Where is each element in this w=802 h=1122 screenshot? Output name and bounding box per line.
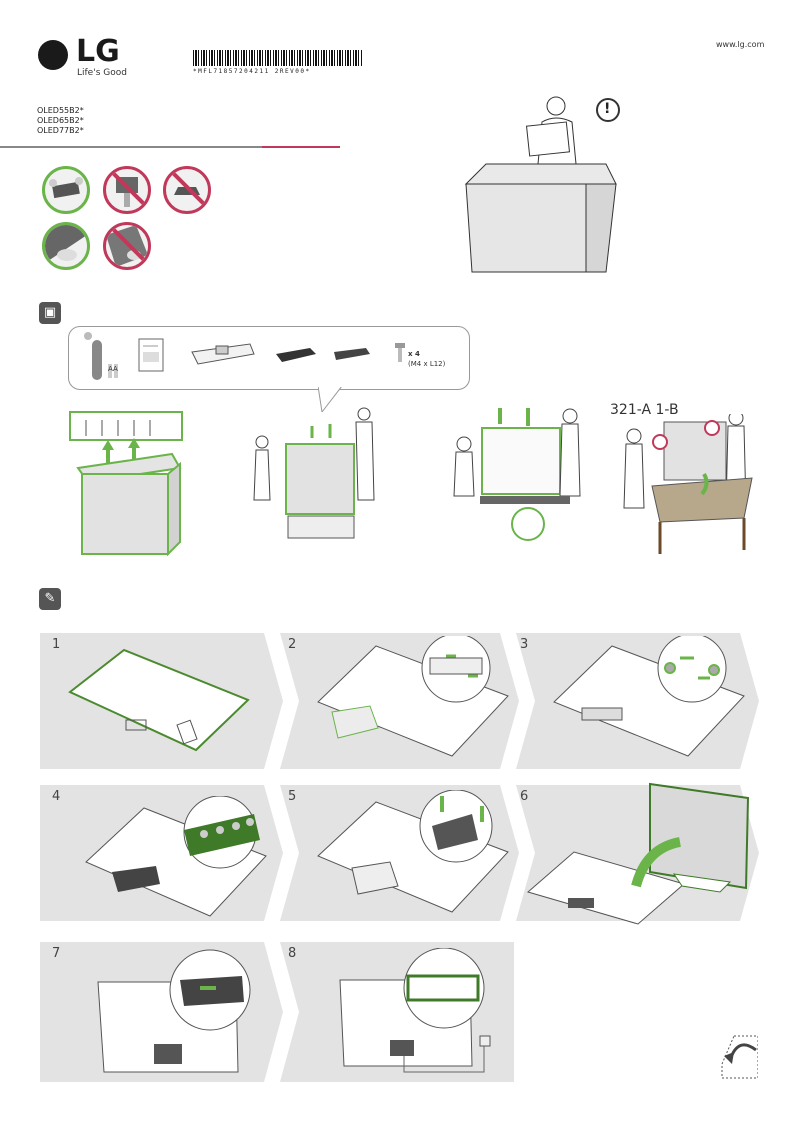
no-carry-by-screen-icon [103, 166, 151, 214]
model-name: OLED77B2* [37, 126, 84, 135]
step-number: 8 [288, 946, 297, 961]
no-touch-screen-icon [103, 222, 151, 270]
manual-icon [138, 338, 164, 372]
callout-pointer [318, 386, 342, 412]
screw-spec: (M4 x L12) [408, 360, 446, 368]
header-divider [0, 146, 340, 148]
step-6-stand-tv-up [526, 782, 750, 925]
barcode [193, 50, 363, 66]
step-7-cable-management [97, 949, 251, 1073]
lg-logo-icon [38, 40, 68, 70]
step-3-fasten-screws [553, 636, 745, 757]
place-on-table-illustration [623, 414, 753, 554]
page-turn-icon [721, 1035, 758, 1079]
step-1-tv-face-down [68, 648, 250, 752]
brand-name: LG [76, 34, 120, 69]
unpack-box-illustration [69, 411, 183, 557]
step-5-attach-cover [317, 790, 509, 913]
accessories-callout [68, 326, 470, 390]
screw-icon [395, 343, 405, 362]
step-number: 3 [520, 637, 529, 652]
step-4-screws-into-stand [85, 796, 267, 917]
brand-tagline: Life's Good [77, 68, 127, 78]
step-number: 7 [52, 946, 61, 961]
step-number: 4 [52, 789, 61, 804]
step-8-connect-power [339, 948, 491, 1073]
remove-tv-illustration [453, 408, 581, 541]
website-url: www.lg.com [716, 40, 765, 49]
step-number: 5 [288, 789, 297, 804]
step-number: 1 [52, 637, 61, 652]
unboxing-warning-illustration [464, 96, 620, 273]
handle-correctly-icon [42, 166, 90, 214]
step-2-attach-stand [317, 636, 509, 757]
screwdriver-icon: ✎ [39, 588, 61, 610]
lift-box-illustration [253, 407, 375, 539]
stand-base-icon [191, 343, 255, 365]
stand-cover-icon [334, 348, 370, 360]
screw-quantity: x 4 [408, 350, 420, 358]
warning-exclamation-icon: ! [604, 101, 611, 117]
assembly-label: 321-A 1-B [610, 402, 679, 418]
open-box-icon: ▣ [39, 302, 61, 324]
step-number: 6 [520, 789, 529, 804]
battery-label: AA [108, 365, 118, 373]
hold-panel-edge-icon [42, 222, 90, 270]
remote-control-icon [84, 332, 118, 380]
no-lay-flat-icon [163, 166, 211, 214]
model-name: OLED55B2* [37, 106, 84, 115]
step-number: 2 [288, 637, 297, 652]
barcode-text: *MFL71857204211 2REV00* [193, 68, 311, 75]
model-name: OLED65B2* [37, 116, 84, 125]
stand-body-icon [276, 348, 316, 362]
